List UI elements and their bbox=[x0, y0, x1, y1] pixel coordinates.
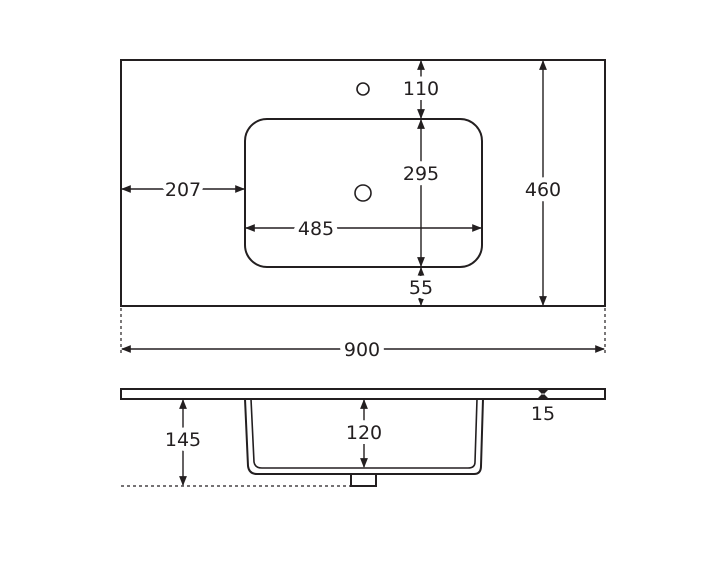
dim-label-overall-depth: 460 bbox=[525, 179, 561, 201]
bowl-outline bbox=[244, 118, 483, 268]
slab-outline bbox=[120, 388, 606, 400]
countertop-outline bbox=[120, 59, 606, 307]
dim-label-tap-to-bowl: 110 bbox=[403, 78, 439, 100]
dim-label-overall-height: 145 bbox=[165, 429, 201, 451]
drain-outlet bbox=[350, 473, 377, 487]
dim-label-bowl-width: 485 bbox=[298, 218, 334, 240]
dim-label-bowl-to-front: 55 bbox=[409, 277, 433, 299]
dim-label-overall-width: 900 bbox=[344, 339, 380, 361]
dim-label-bowl-height: 120 bbox=[346, 422, 382, 444]
dim-arrows-15 bbox=[538, 390, 548, 398]
dim-label-slab-thickness: 15 bbox=[531, 403, 555, 425]
dim-label-bowl-depth: 295 bbox=[403, 163, 439, 185]
side-view: 145 120 15 bbox=[120, 388, 606, 487]
top-view: 110 295 55 460 207 485 900 bbox=[120, 59, 606, 366]
bowl-inner-profile bbox=[250, 398, 478, 469]
tap-hole bbox=[356, 82, 370, 96]
drain-hole bbox=[354, 184, 372, 202]
dim-label-left-offset: 207 bbox=[165, 179, 201, 201]
